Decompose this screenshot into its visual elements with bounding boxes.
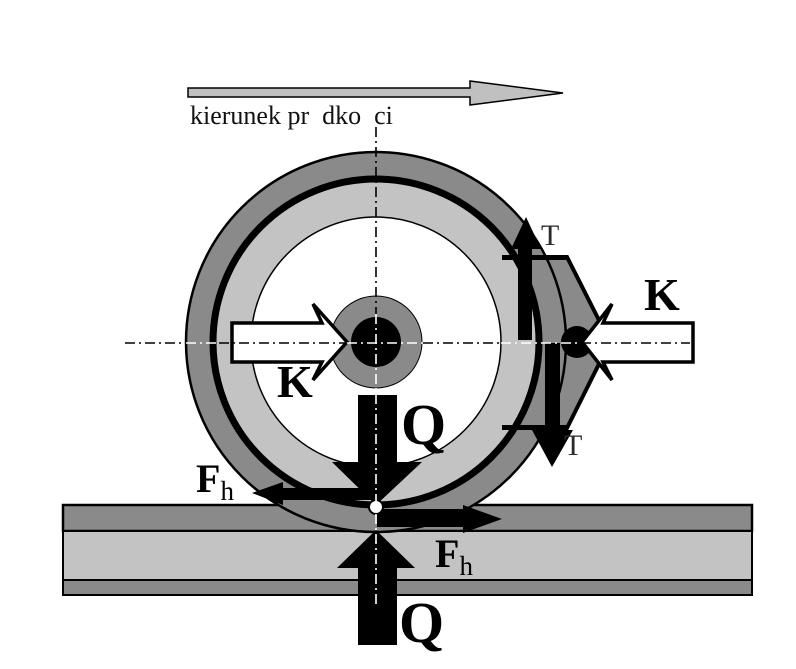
force-arrow-T-down — [532, 343, 573, 467]
force-arrow-Fh-left — [252, 482, 377, 505]
label-Fh-right-main: F — [435, 531, 459, 576]
bearing-block-top-edge — [502, 255, 568, 260]
force-arrow-Q-down — [332, 395, 422, 505]
label-Fh-right-sub: h — [459, 551, 473, 581]
rail-web-band — [62, 530, 753, 581]
bearing-block-bottom-edge — [502, 425, 568, 430]
label-Fh-left-main: F — [196, 456, 220, 501]
label-Fh-left: Fh — [196, 456, 234, 506]
rail-base-band — [62, 579, 753, 596]
force-arrow-K-left — [230, 302, 350, 382]
label-Q-top: Q — [401, 392, 446, 457]
label-K-right: K — [644, 269, 680, 320]
journal-contact-dot — [561, 326, 593, 358]
label-Q-bottom: Q — [399, 590, 444, 655]
force-arrow-K-right — [579, 302, 695, 382]
velocity-label: kierunek pr dko ci — [190, 101, 393, 130]
label-Fh-right: Fh — [435, 531, 473, 581]
label-T-top: T — [541, 219, 559, 252]
force-arrow-T-up — [511, 217, 541, 340]
velocity-direction-arrow — [187, 80, 564, 106]
force-arrow-Q-up — [337, 530, 415, 645]
label-Fh-left-sub: h — [220, 476, 234, 506]
force-arrow-Fh-right — [377, 505, 502, 533]
label-K-left: K — [277, 356, 313, 407]
label-T-bottom: T — [564, 429, 582, 462]
